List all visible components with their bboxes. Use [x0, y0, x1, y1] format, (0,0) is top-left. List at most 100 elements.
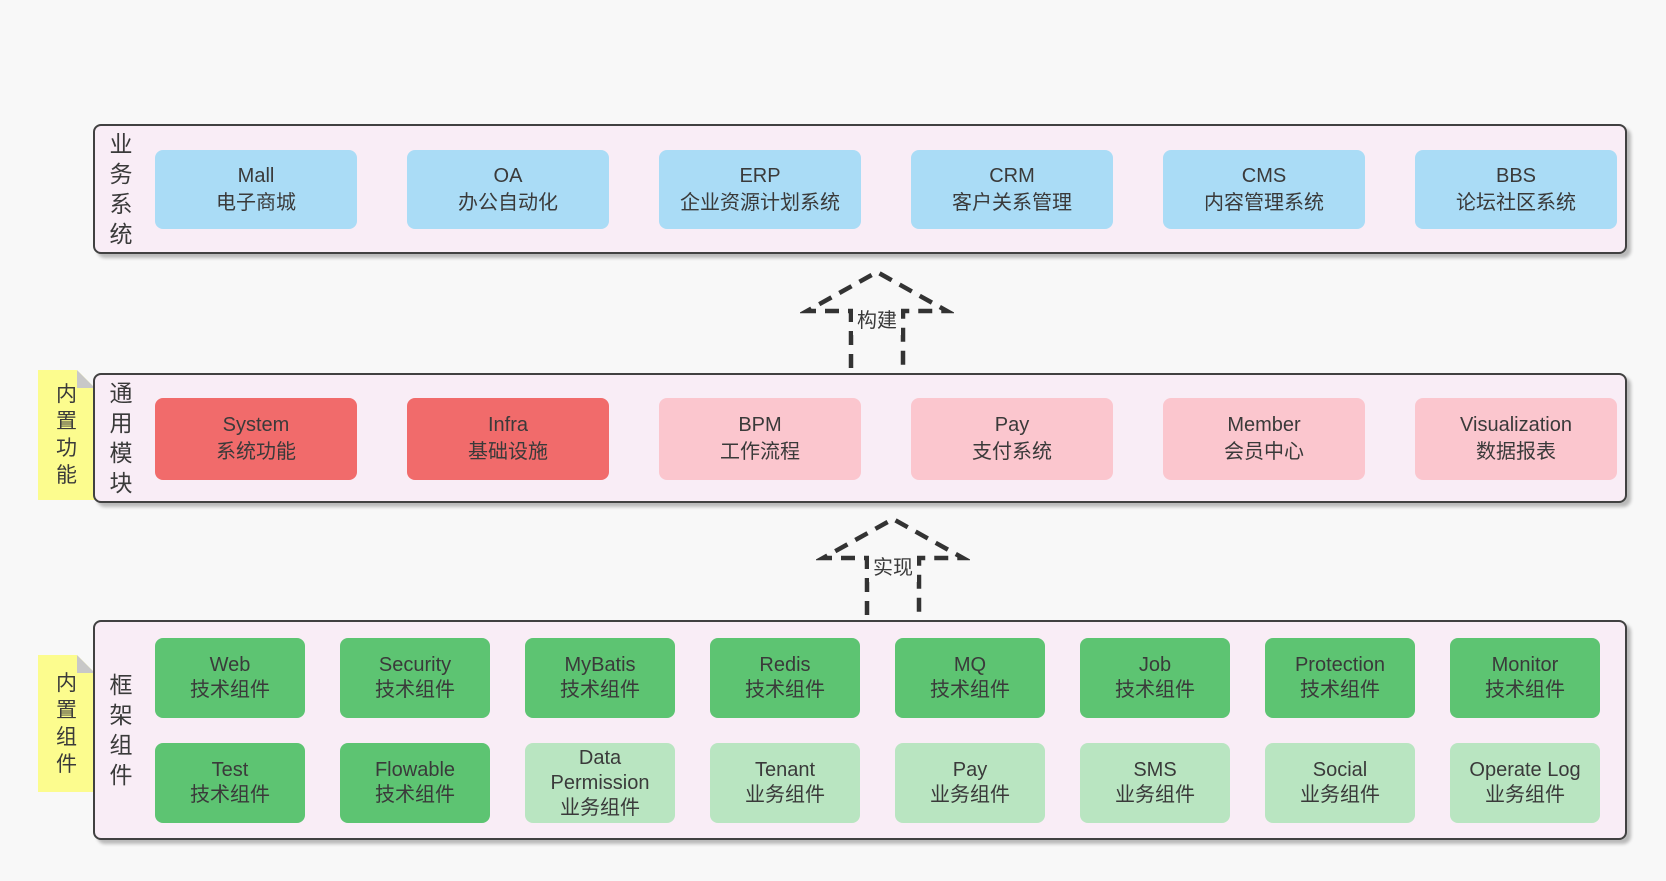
box-subtitle: 业务组件	[1485, 784, 1565, 806]
box-title: Security	[378, 654, 452, 676]
box-subtitle: 系统功能	[216, 441, 296, 463]
box-title: ERP	[739, 164, 781, 187]
framework-row-2: Test 技术组件 Flowable 技术组件 Data Permission …	[155, 743, 1600, 823]
box-subtitle: 技术组件	[560, 679, 640, 701]
box-title: CMS	[1241, 164, 1287, 187]
box-title: SMS	[1133, 759, 1177, 781]
box-title: CRM	[989, 164, 1035, 187]
box-title: Visualization	[1460, 414, 1572, 436]
sticky-note-label: 内置组件	[56, 671, 77, 776]
box-title: Redis	[759, 654, 811, 676]
dashed-up-arrow-icon	[800, 269, 954, 368]
box-bbs: BBS 论坛社区系统	[1415, 150, 1617, 229]
box-title: Infra	[487, 414, 529, 436]
box-monitor: Monitor 技术组件	[1450, 638, 1600, 718]
box-title: Member	[1227, 414, 1301, 436]
box-subtitle: 业务组件	[560, 796, 640, 819]
box-subtitle: 技术组件	[190, 679, 270, 701]
box-title: BBS	[1495, 164, 1537, 187]
sticky-note-builtin-components: 内置组件	[38, 655, 95, 792]
box-title: Pay	[952, 759, 988, 781]
box-erp: ERP 企业资源计划系统	[659, 150, 861, 229]
box-subtitle: 办公自动化	[458, 191, 558, 214]
box-infra: Infra 基础设施	[407, 398, 609, 480]
box-mybatis: MyBatis 技术组件	[525, 638, 675, 718]
box-subtitle: 技术组件	[375, 784, 455, 806]
box-subtitle: 业务组件	[930, 784, 1010, 806]
box-title: Mall	[237, 164, 275, 187]
arrow-build-label: 构建	[853, 307, 901, 335]
box-subtitle: 技术组件	[375, 679, 455, 701]
box-title: OA	[493, 164, 523, 187]
box-title: Social	[1312, 759, 1368, 781]
box-title: Monitor	[1491, 654, 1559, 676]
box-tenant: Tenant 业务组件	[710, 743, 860, 823]
box-web: Web 技术组件	[155, 638, 305, 718]
box-protection: Protection 技术组件	[1265, 638, 1415, 718]
box-title: MQ	[953, 654, 987, 676]
box-subtitle: 会员中心	[1224, 441, 1304, 463]
box-subtitle: 技术组件	[1485, 679, 1565, 701]
box-subtitle: 业务组件	[1300, 784, 1380, 806]
business-systems-panel: 业务系统 Mall 电子商城 OA 办公自动化 ERP 企业资源计划系统 CRM…	[93, 124, 1627, 254]
arrow-implement-label: 实现	[869, 554, 917, 582]
box-subtitle: 技术组件	[1300, 679, 1380, 701]
box-mall: Mall 电子商城	[155, 150, 357, 229]
box-subtitle: 电子商城	[216, 191, 296, 214]
box-pay-module: Pay 支付系统	[911, 398, 1113, 480]
box-cms: CMS 内容管理系统	[1163, 150, 1365, 229]
common-modules-panel: 通用模块 System 系统功能 Infra 基础设施 BPM 工作流程 Pay…	[93, 373, 1627, 503]
arrow-implement: 实现	[816, 513, 970, 617]
box-system: System 系统功能	[155, 398, 357, 480]
box-title: BPM	[738, 414, 782, 436]
box-subtitle: 论坛社区系统	[1456, 191, 1576, 214]
sticky-note-label: 内置功能	[56, 383, 77, 487]
box-mq: MQ 技术组件	[895, 638, 1045, 718]
common-modules-row: System 系统功能 Infra 基础设施 BPM 工作流程 Pay 支付系统…	[155, 398, 1617, 480]
box-title: Operate Log	[1469, 759, 1581, 781]
box-redis: Redis 技术组件	[710, 638, 860, 718]
box-subtitle: 技术组件	[190, 784, 270, 806]
box-member: Member 会员中心	[1163, 398, 1365, 480]
box-subtitle: 支付系统	[972, 441, 1052, 463]
business-systems-row: Mall 电子商城 OA 办公自动化 ERP 企业资源计划系统 CRM 客户关系…	[155, 150, 1617, 229]
panel-label-business-systems: 业务系统	[109, 131, 133, 247]
framework-components-panel: 框架组件 Web 技术组件 Security 技术组件 MyBatis 技术组件…	[93, 620, 1627, 840]
box-subtitle: 业务组件	[745, 784, 825, 806]
box-title: Protection	[1294, 654, 1386, 676]
box-subtitle: 技术组件	[930, 679, 1010, 701]
box-subtitle: 数据报表	[1476, 441, 1556, 463]
box-title: Tenant	[754, 759, 816, 781]
box-sms: SMS 业务组件	[1080, 743, 1230, 823]
box-security: Security 技术组件	[340, 638, 490, 718]
box-pay-component: Pay 业务组件	[895, 743, 1045, 823]
box-subtitle: 内容管理系统	[1204, 191, 1324, 214]
box-test: Test 技术组件	[155, 743, 305, 823]
dashed-up-arrow-icon	[816, 516, 970, 615]
box-data-permission: Data Permission 业务组件	[525, 743, 675, 823]
box-subtitle: 基础设施	[468, 441, 548, 463]
box-title: System	[222, 414, 290, 436]
box-job: Job 技术组件	[1080, 638, 1230, 718]
box-subtitle: 企业资源计划系统	[680, 191, 840, 214]
box-oa: OA 办公自动化	[407, 150, 609, 229]
box-operate-log: Operate Log 业务组件	[1450, 743, 1600, 823]
box-title: Flowable	[374, 759, 456, 781]
box-visualization: Visualization 数据报表	[1415, 398, 1617, 480]
box-title: MyBatis	[564, 654, 636, 676]
box-bpm: BPM 工作流程	[659, 398, 861, 480]
box-subtitle: 业务组件	[1115, 784, 1195, 806]
box-subtitle: 工作流程	[720, 441, 800, 463]
sticky-note-builtin-features: 内置功能	[38, 370, 95, 500]
box-title: Data Permission	[550, 746, 650, 794]
box-subtitle: 技术组件	[1115, 679, 1195, 701]
arrow-build: 构建	[800, 266, 954, 370]
box-title: Job	[1138, 654, 1172, 676]
box-title: Web	[209, 654, 251, 676]
box-social: Social 业务组件	[1265, 743, 1415, 823]
box-title: Pay	[994, 414, 1030, 436]
box-crm: CRM 客户关系管理	[911, 150, 1113, 229]
panel-label-common-modules: 通用模块	[109, 380, 133, 496]
panel-label-framework-components: 框架组件	[109, 672, 133, 788]
framework-row-1: Web 技术组件 Security 技术组件 MyBatis 技术组件 Redi…	[155, 638, 1600, 718]
